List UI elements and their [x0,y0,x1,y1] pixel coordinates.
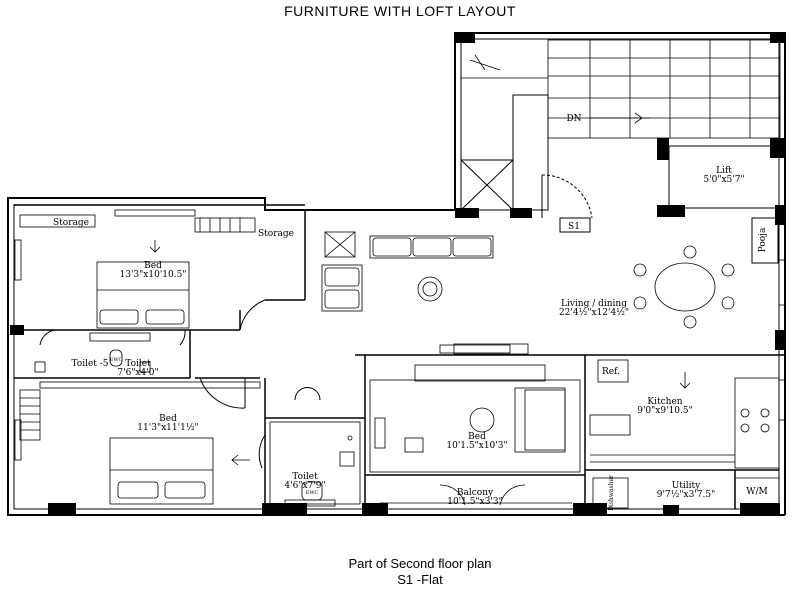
caption-line-1: Part of Second floor plan [348,556,492,571]
toilet-name: Toilet [292,472,318,482]
entry-door [541,174,593,233]
bed-1-size: 13'3"x10'10.5" [120,270,187,280]
lift-size: 5'0"x5'7" [703,175,744,185]
bed-3-furniture [369,364,581,473]
bed-2-furniture [39,381,261,505]
toilet-5-name-b: Toilet [125,359,151,369]
staircase [461,39,781,139]
toilet-5-name-a: Toilet -5 [71,359,108,369]
bed-1-name: Bed [144,261,162,271]
living-furniture [321,231,735,355]
door-swings [39,299,321,469]
balcony-name: Balcony [457,488,494,498]
kitchen-name: Kitchen [647,397,682,407]
dn-label: DN [566,114,581,124]
ref-label: Ref. [602,367,620,377]
wm-label: W/M [746,487,768,497]
utility-name: Utility [672,481,701,491]
utility-size: 9'7½"x3'7.5" [657,489,716,500]
toilet-fixtures [269,421,361,507]
bed-2-name: Bed [159,414,177,424]
living-size: 22'4½"x12'4½" [559,307,629,318]
ewc-label-toilet: EWC [306,490,319,496]
toilet-5-size: 7'6"x4'0" [117,368,158,378]
storage-left-label: Storage [53,218,89,228]
ewc-label-toilet5: EWC [110,357,123,363]
toilet-size: 4'6"x7'9" [284,481,325,491]
lift-shaft [460,94,780,211]
dishwasher-label: Dishwasher [608,475,615,511]
balcony [380,484,572,506]
interior-walls [14,204,785,509]
living-name: Living / dining [561,299,627,309]
lift-name: Lift [716,166,732,176]
bed-3-size: 10'1.5"x10'3" [446,441,507,451]
pooja-unit [751,217,779,264]
bed-3-name: Bed [468,432,486,442]
caption-line-2: S1 -Flat [397,572,443,587]
kitchen-size: 9'0"x9'10.5" [637,406,693,416]
bed-2-size: 11'3"x11'1½" [137,422,198,433]
s1-door-label: S1 [568,222,580,232]
toilet-5-fixtures [34,332,151,373]
balcony-size: 10'1.5"x3'3" [447,497,503,507]
bed-1-furniture [96,240,190,329]
kitchen-fixtures [589,359,780,509]
room-labels: Storage Storage Bed 13'3"x10'10.5" Toile… [53,114,768,511]
windows [14,209,786,461]
storage-right-label: Storage [258,229,294,239]
pooja-label: Pooja [758,227,768,252]
plan-title: FURNITURE WITH LOFT LAYOUT [284,3,516,19]
